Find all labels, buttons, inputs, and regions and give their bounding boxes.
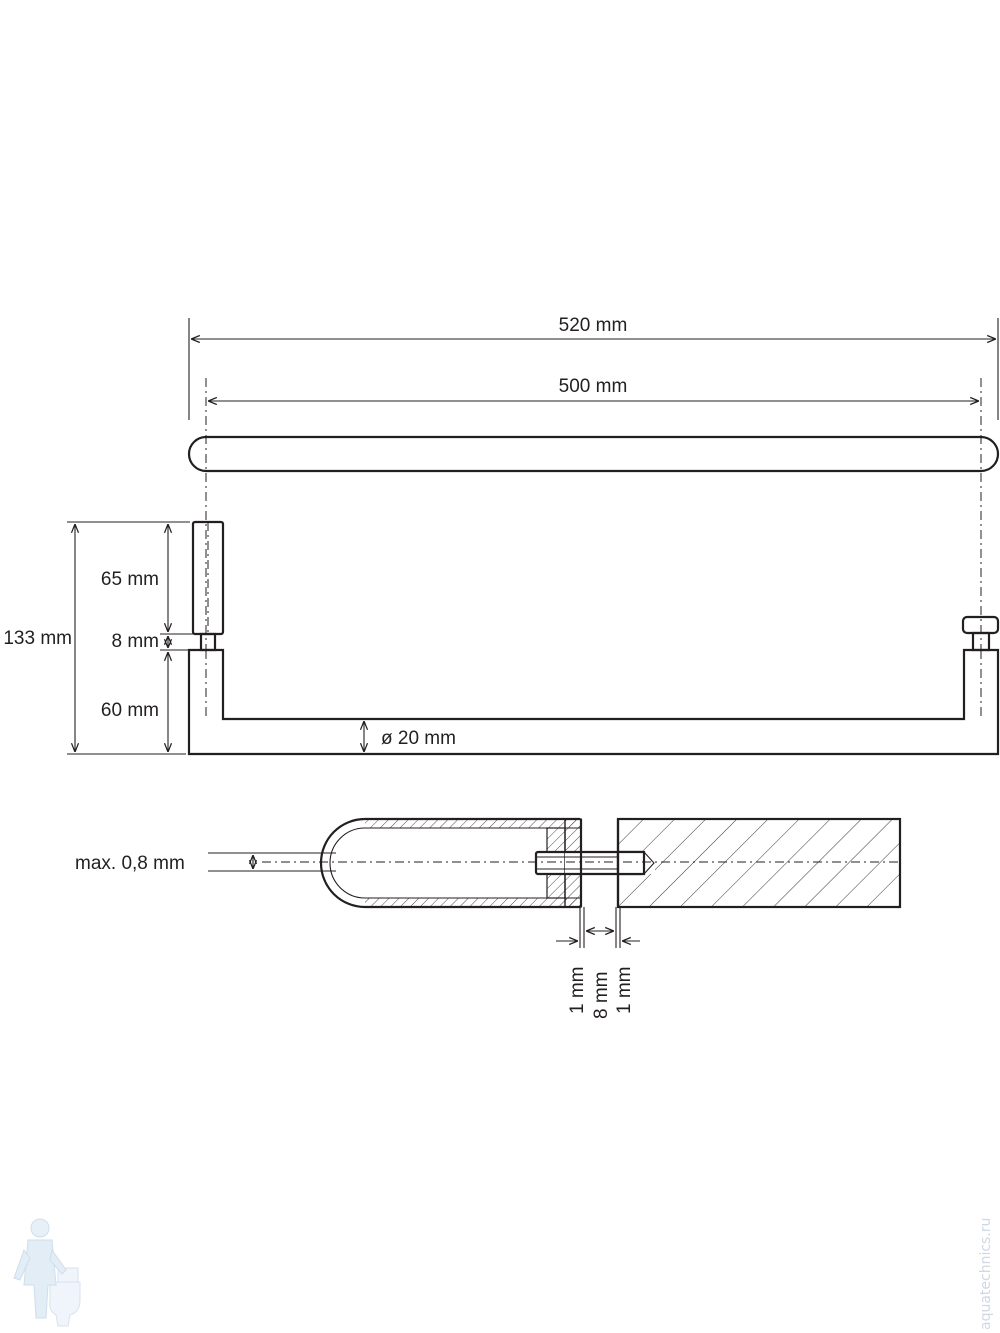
side-view: 133 mm 65 mm 8 mm 60 mm ø 20 mm	[3, 520, 1000, 756]
wall-1-label: 1 mm	[567, 967, 588, 1015]
watermark-text: aquatechnics.ru	[978, 1218, 994, 1330]
handle-bar-top-view	[187, 435, 1000, 473]
top-view: 520 mm 500 mm	[187, 315, 1000, 650]
leg-height-label: 60 mm	[101, 700, 159, 721]
post-height-label: 65 mm	[101, 569, 159, 590]
tube-section	[319, 817, 580, 909]
wall-2-label: 1 mm	[614, 967, 635, 1015]
plumber-mascot-icon	[13, 1218, 81, 1327]
max-offset-label: max. 0,8 mm	[75, 853, 185, 874]
section-view: max. 0,8 mm 1 mm 8 mm 1 mm	[75, 817, 902, 1020]
diameter-label: ø 20 mm	[381, 728, 456, 749]
total-height-label: 133 mm	[3, 628, 72, 649]
overall-length-label: 520 mm	[559, 315, 628, 336]
handle-profile	[187, 648, 1000, 756]
gap-height-label: 8 mm	[112, 631, 160, 652]
left-connector-pin	[199, 632, 217, 652]
right-connector-pin	[971, 631, 991, 652]
center-distance-label: 500 mm	[559, 376, 628, 397]
glass-thickness-label: 8 mm	[591, 972, 612, 1020]
